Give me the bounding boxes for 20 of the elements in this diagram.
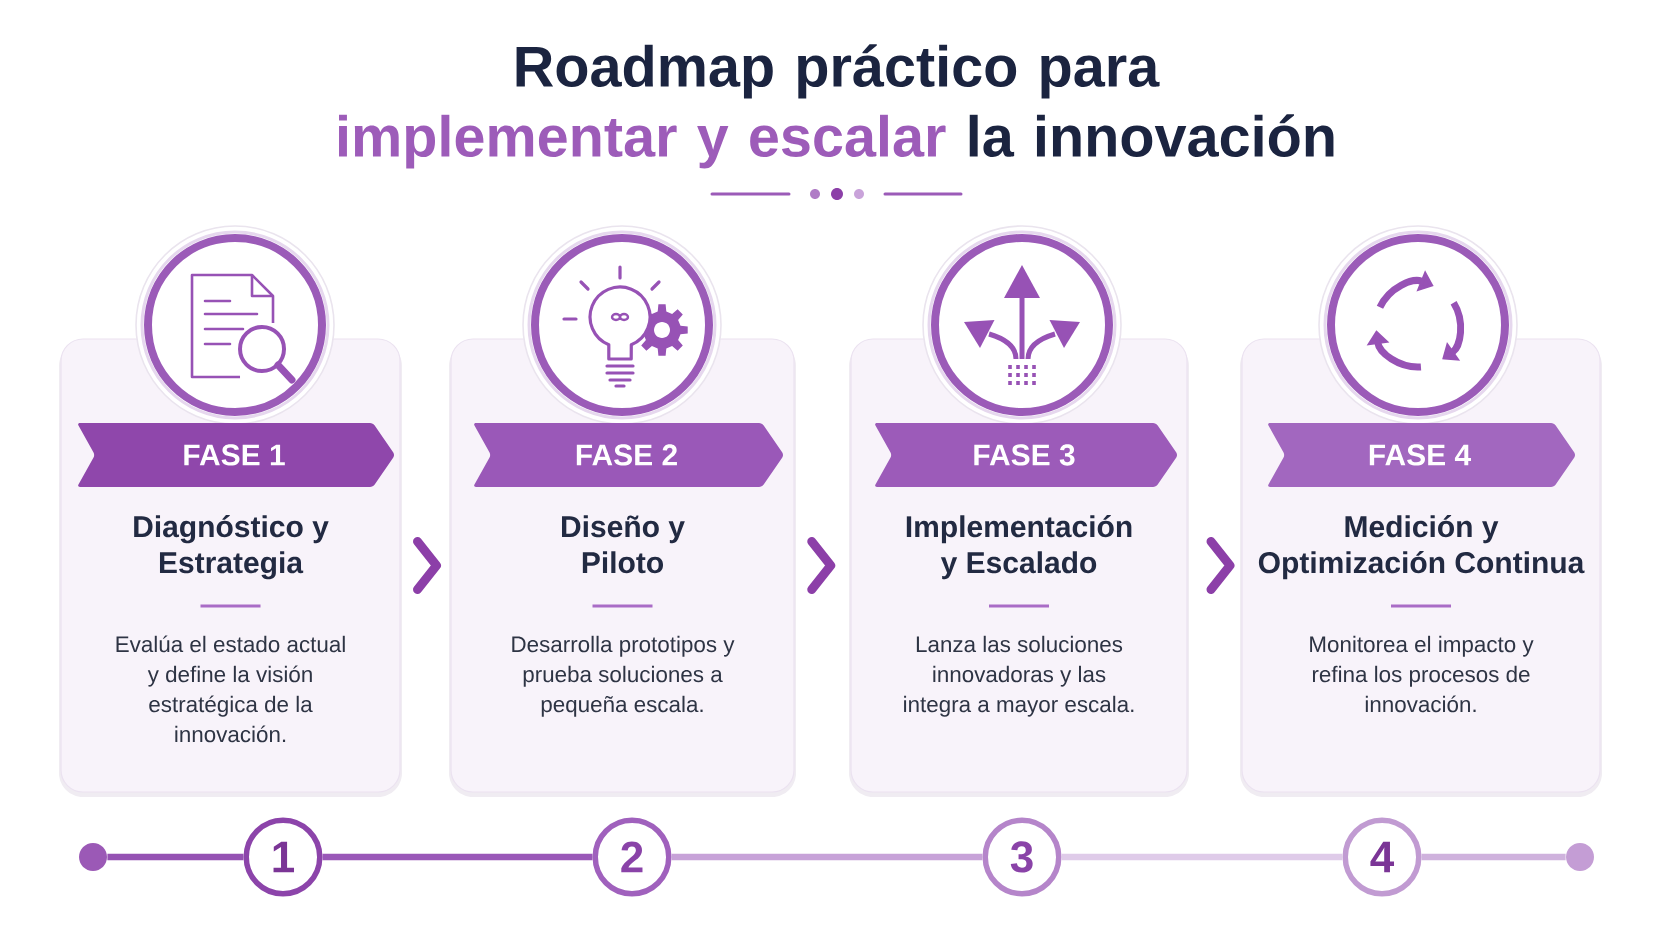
phase-banner: FASE 2 xyxy=(474,423,783,487)
timeline-dot xyxy=(1566,843,1594,871)
card-heading: Implementación y Escalado xyxy=(906,515,1132,580)
card-description: Evalúa el estado actual y define la visión estratégica de la innovación. xyxy=(116,635,345,743)
card-description: Monitorea el impacto y refina los procesos de innovación. xyxy=(1310,635,1534,713)
card-heading: Diseño y Piloto xyxy=(562,515,685,574)
card-heading: Diagnóstico y Estrategia xyxy=(134,515,329,580)
title: Roadmap práctico para implementar y escalar la innovación xyxy=(339,44,1334,169)
timeline-line xyxy=(1061,853,1343,861)
timeline-line xyxy=(1421,853,1566,861)
card-description: Lanza las soluciones innovadoras y las integra a mayor escala. xyxy=(904,635,1134,717)
card-description: Desarrolla prototipos y prueba soluciones a pequeña escala. xyxy=(512,635,735,717)
phase-banner: FASE 4 xyxy=(1268,423,1575,487)
phase-banner: FASE 1 xyxy=(78,423,394,487)
card-heading: Medición y Optimización Continua xyxy=(1258,515,1585,580)
timeline-line xyxy=(107,853,244,861)
timeline-line xyxy=(322,853,593,861)
phase-banner: FASE 3 xyxy=(875,423,1177,487)
timeline-line xyxy=(671,853,983,861)
timeline-dot xyxy=(79,843,107,871)
